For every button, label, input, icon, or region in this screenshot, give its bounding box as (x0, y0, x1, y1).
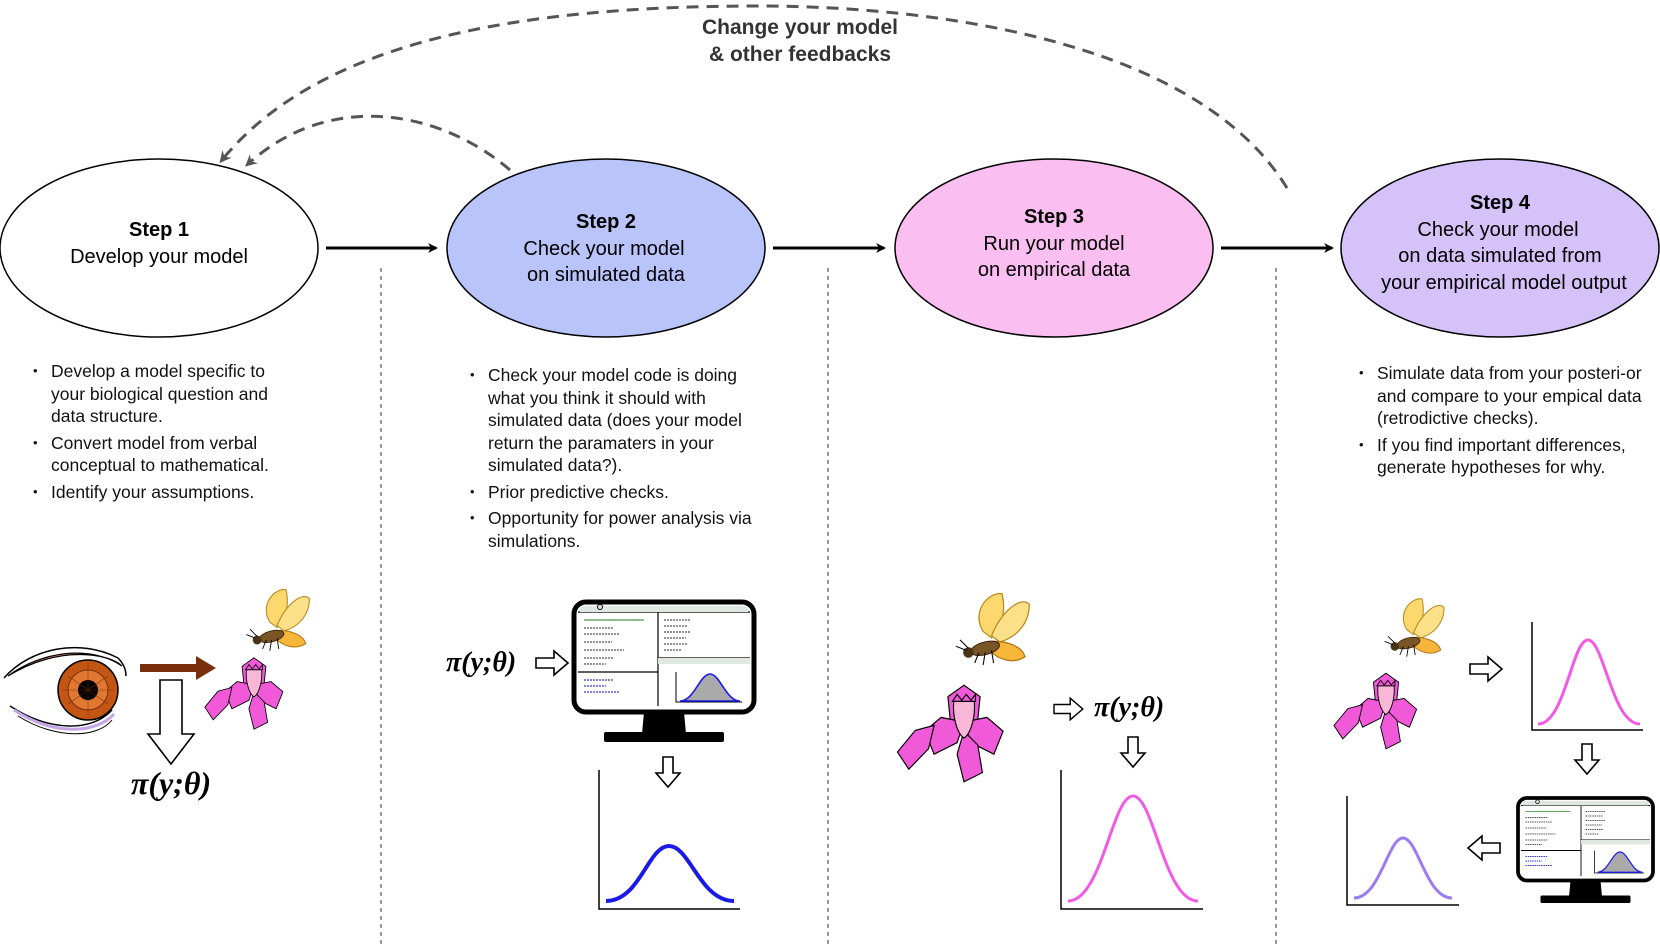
bee-icon (955, 592, 1030, 666)
step-2-line-2: on simulated data (527, 264, 686, 286)
hollow-arrow-icon (1467, 835, 1501, 861)
hollow-arrow-icon (1469, 656, 1503, 682)
eye-arrow-icon (140, 656, 216, 680)
bullet-item: Identify your assumptions. (33, 481, 303, 504)
step-3-title: Step 3 (1024, 206, 1084, 228)
density-plot-icon (598, 770, 740, 910)
feedback-label-line2: & other feedbacks (709, 43, 891, 66)
monitor-icon (574, 602, 754, 742)
step-4-line-2: on data simulated from (1398, 245, 1601, 267)
step-1-node: Step 1 Develop your model (0, 158, 319, 338)
step-dividers (380, 268, 1277, 948)
step-2-title: Step 2 (576, 211, 636, 233)
step-1-bullets: Develop a model specific to your biologi… (33, 360, 303, 507)
flower-icon (892, 684, 1004, 783)
step-2-node: Step 2 Check your model on simulated dat… (446, 158, 766, 338)
dashed-feedback-arrows (219, 4, 1289, 189)
step-2-bullets: Check your model code is doing what you … (470, 364, 760, 556)
bullet-item: If you find important differences, gener… (1359, 434, 1649, 479)
monitor-icon (1516, 796, 1655, 905)
bullet-item: Develop a model specific to your biologi… (33, 360, 303, 428)
hollow-arrow-icon (1120, 736, 1146, 768)
step-2-line-1: Check your model (523, 238, 684, 260)
math-label-step3: π(y;θ) (1094, 692, 1164, 723)
step-3-node: Step 3 Run your model on empirical data (894, 158, 1214, 338)
hollow-arrow-icon (655, 756, 681, 788)
math-label-step1: π(y;θ) (131, 765, 211, 801)
hollow-arrow-icon (1053, 697, 1084, 721)
step-1-title: Step 1 (129, 219, 189, 241)
flower-icon (1329, 672, 1418, 750)
step-4-bullets: Simulate data from your posteri-or and c… (1359, 362, 1649, 483)
step-3-line-2: on empirical data (978, 259, 1131, 281)
math-label-step2: π(y;θ) (446, 647, 516, 678)
density-plot-icon (1346, 796, 1459, 906)
step-3-line-1: Run your model (983, 233, 1124, 255)
bee-icon (1384, 598, 1445, 658)
density-plot-icon (1060, 770, 1203, 910)
bullet-item: Simulate data from your posteri-or and c… (1359, 362, 1649, 430)
step-4-title: Step 4 (1470, 192, 1531, 214)
hollow-arrow-icon (1574, 743, 1600, 775)
bullet-item: Check your model code is doing what you … (470, 364, 760, 477)
bullet-item: Prior predictive checks. (470, 481, 760, 504)
hollow-arrow-icon (146, 679, 196, 766)
bee-icon (245, 588, 310, 652)
step-4-node: Step 4 Check your model on data simulate… (1340, 158, 1660, 338)
feedback-label-line1: Change your model (702, 16, 898, 39)
step-4-line-3: your empirical model output (1381, 272, 1627, 294)
step-4-line-1: Check your model (1417, 219, 1578, 241)
bullet-item: Opportunity for power analysis via simul… (470, 507, 760, 552)
density-plot-icon (1531, 622, 1643, 731)
bullet-item: Convert model from verbal conceptual to … (33, 432, 303, 477)
eye-icon (3, 646, 127, 735)
step-1-line-1: Develop your model (70, 246, 248, 268)
hollow-arrow-icon (535, 650, 569, 676)
